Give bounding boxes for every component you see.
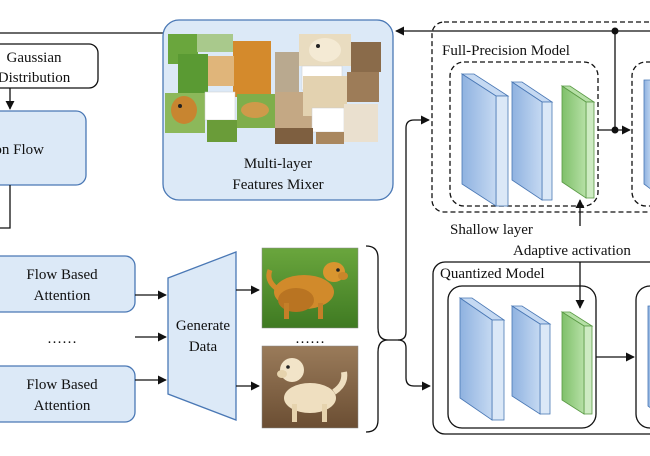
- gaussian-distribution-box: Gaussian Distribution: [0, 43, 99, 89]
- arrow-data-to-quantized: [397, 339, 431, 391]
- mixer-label-line1: Multi-layer: [244, 156, 312, 172]
- dots-left: ……: [47, 331, 77, 347]
- attention-top-line1: Flow Based: [26, 267, 98, 283]
- mixer-label-line2: Features Mixer: [232, 177, 323, 193]
- dots-right: ……: [295, 331, 325, 347]
- features-mixer-box: Multi-layer Features Mixer: [162, 19, 394, 201]
- gaussian-label-line2: Distribution: [0, 70, 71, 86]
- shallow-layer-group: [449, 61, 599, 207]
- q-layer-1: [458, 297, 506, 421]
- q-layer-2: [510, 305, 552, 415]
- full-precision-label: Full-Precision Model: [442, 43, 570, 59]
- arrow-data-to-full-precision: [388, 115, 430, 341]
- fp-layer-2: [510, 81, 554, 201]
- generate-label-line1: Generate: [176, 318, 230, 334]
- generate-label-line2: Data: [189, 339, 218, 355]
- quantized-model: Quantized Model: [432, 261, 650, 435]
- generator-block: Generate Data: [167, 251, 237, 421]
- q-activation-layer: [560, 311, 594, 415]
- mixed-feature-patches: [165, 34, 381, 144]
- normalization-flow-label: Normalization Flow: [0, 142, 44, 158]
- fp-activation-layer: [560, 85, 596, 199]
- normalization-flow-box: Normalization Flow: [0, 110, 87, 186]
- generated-image-top: [262, 248, 358, 328]
- full-precision-model: Full-Precision Model: [431, 21, 650, 213]
- attention-top-line2: Attention: [34, 288, 91, 304]
- attention-bottom-line1: Flow Based: [26, 377, 98, 393]
- quantized-model-label: Quantized Model: [440, 266, 545, 282]
- q-deep-group: [635, 285, 650, 429]
- gaussian-label-line1: Gaussian: [7, 50, 62, 66]
- flow-attention-bottom-box: Flow Based Attention: [0, 365, 136, 423]
- shallow-layer-label: Shallow layer: [450, 222, 533, 238]
- attention-bottom-line2: Attention: [34, 398, 91, 414]
- line-flow-down: [0, 185, 11, 229]
- curly-brace: [365, 245, 389, 433]
- adaptive-activation-label: Adaptive activation: [513, 243, 631, 259]
- flow-attention-top-box: Flow Based Attention: [0, 255, 136, 313]
- fp-layer-1: [460, 73, 510, 207]
- generated-image-bottom: [262, 346, 358, 428]
